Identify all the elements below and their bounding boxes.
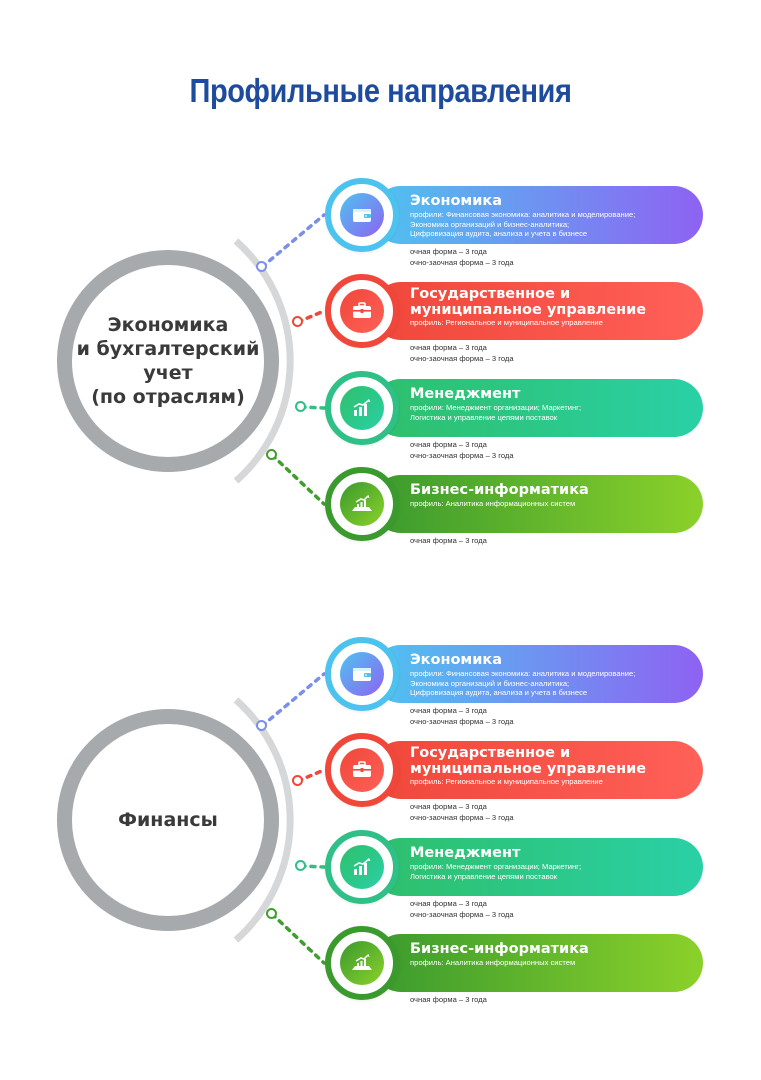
- connector-node: [266, 908, 277, 919]
- dashed-connector: [260, 213, 326, 269]
- connector-node: [256, 720, 267, 731]
- icon-badge: [325, 371, 399, 445]
- direction-profiles: профили: Финансовая экономика: аналитика…: [410, 669, 636, 697]
- wallet-icon: [340, 193, 384, 237]
- direction-profiles: профиль: Региональное и муниципальное уп…: [410, 318, 603, 327]
- icon-badge: [325, 830, 399, 904]
- icon-badge: [325, 274, 399, 348]
- study-forms: очная форма – 3 года: [410, 536, 487, 545]
- direction-title: Менеджмент: [410, 386, 521, 402]
- study-forms: очная форма – 3 года очно-заочная форма …: [410, 440, 514, 460]
- icon-badge: [325, 637, 399, 711]
- center-ring: Финансы: [57, 709, 279, 931]
- direction-title: Государственное и муниципальное управлен…: [410, 286, 647, 318]
- study-forms: очная форма – 3 года очно-заочная форма …: [410, 899, 514, 919]
- direction-section: Экономика и бухгалтерский учет (по отрас…: [0, 165, 761, 565]
- direction-title: Бизнес-информатика: [410, 482, 589, 498]
- icon-badge: [325, 178, 399, 252]
- direction-title: Бизнес-информатика: [410, 941, 589, 957]
- icon-badge: [325, 733, 399, 807]
- study-forms: очная форма – 3 года: [410, 995, 487, 1004]
- direction-bar[interactable]: [372, 934, 703, 992]
- direction-profiles: профиль: Аналитика информационных систем: [410, 958, 576, 967]
- dashed-connector: [260, 672, 326, 728]
- direction-bar[interactable]: [372, 741, 703, 799]
- growth-chart-icon: [340, 845, 384, 889]
- direction-profiles: профиль: Региональное и муниципальное уп…: [410, 777, 603, 786]
- briefcase-icon: [340, 289, 384, 333]
- center-label: Экономика и бухгалтерский учет (по отрас…: [76, 314, 260, 408]
- study-forms: очная форма – 3 года очно-заочная форма …: [410, 343, 514, 363]
- direction-bar[interactable]: [372, 186, 703, 244]
- direction-title: Экономика: [410, 193, 503, 209]
- direction-bar[interactable]: [372, 645, 703, 703]
- direction-bar[interactable]: [372, 838, 703, 896]
- laptop-chart-icon: [340, 941, 384, 985]
- connector-node: [295, 401, 306, 412]
- briefcase-icon: [340, 748, 384, 792]
- wallet-icon: [340, 652, 384, 696]
- study-forms: очная форма – 3 года очно-заочная форма …: [410, 247, 514, 267]
- direction-profiles: профили: Финансовая экономика: аналитика…: [410, 210, 636, 238]
- connector-node: [292, 775, 303, 786]
- icon-badge: [325, 467, 399, 541]
- study-forms: очная форма – 3 года очно-заочная форма …: [410, 802, 514, 822]
- direction-bar[interactable]: [372, 475, 703, 533]
- laptop-chart-icon: [340, 482, 384, 526]
- growth-chart-icon: [340, 386, 384, 430]
- direction-profiles: профили: Менеджмент организации; Маркети…: [410, 403, 582, 422]
- dashed-connector: [270, 912, 326, 965]
- center-ring: Экономика и бухгалтерский учет (по отрас…: [57, 250, 279, 472]
- direction-profiles: профиль: Аналитика информационных систем: [410, 499, 576, 508]
- page-title: Профильные направления: [189, 72, 572, 109]
- direction-title: Менеджмент: [410, 845, 521, 861]
- connector-node: [292, 316, 303, 327]
- connector-node: [256, 261, 267, 272]
- direction-profiles: профили: Менеджмент организации; Маркети…: [410, 862, 582, 881]
- direction-title: Экономика: [410, 652, 503, 668]
- direction-title: Государственное и муниципальное управлен…: [410, 745, 647, 777]
- direction-bar[interactable]: [372, 282, 703, 340]
- connector-node: [266, 449, 277, 460]
- center-label: Финансы: [118, 809, 218, 831]
- study-forms: очная форма – 3 года очно-заочная форма …: [410, 706, 514, 726]
- dashed-connector: [270, 453, 326, 506]
- icon-badge: [325, 926, 399, 1000]
- direction-bar[interactable]: [372, 379, 703, 437]
- connector-node: [295, 860, 306, 871]
